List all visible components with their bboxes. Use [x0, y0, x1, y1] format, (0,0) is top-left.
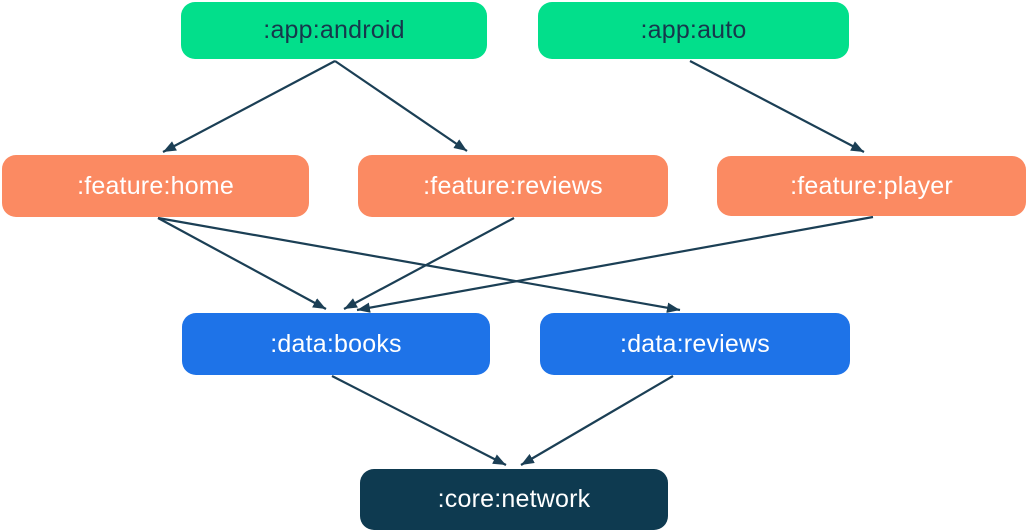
- node-app-auto: :app:auto: [538, 2, 849, 59]
- node-label-feature-reviews: :feature:reviews: [423, 171, 603, 200]
- node-label-app-android: :app:android: [263, 16, 405, 44]
- node-label-data-books: :data:books: [270, 329, 402, 358]
- node-label-feature-player: :feature:player: [790, 171, 953, 200]
- node-feature-player: :feature:player: [717, 156, 1026, 216]
- node-label-app-auto: :app:auto: [640, 16, 747, 44]
- node-data-reviews: :data:reviews: [540, 313, 850, 375]
- edge-app-android-to-feature-home: [162, 60, 336, 153]
- edge-feature-home-to-data-books: [157, 217, 327, 310]
- edge-feature-home-to-data-reviews: [157, 216, 681, 313]
- node-data-books: :data:books: [182, 313, 490, 375]
- node-label-feature-home: :feature:home: [77, 171, 234, 200]
- edge-data-reviews-to-core-network: [520, 375, 674, 466]
- edge-feature-reviews-to-data-books: [343, 217, 515, 310]
- node-core-network: :core:network: [360, 469, 668, 530]
- node-feature-reviews: :feature:reviews: [358, 155, 668, 217]
- edge-app-auto-to-feature-player: [689, 60, 865, 153]
- edge-app-android-to-feature-reviews: [334, 60, 468, 152]
- edge-feature-player-to-data-books: [356, 215, 874, 313]
- node-feature-home: :feature:home: [2, 155, 309, 217]
- node-app-android: :app:android: [181, 2, 487, 59]
- node-label-data-reviews: :data:reviews: [620, 329, 770, 358]
- node-label-core-network: :core:network: [437, 485, 591, 513]
- edge-data-books-to-core-network: [331, 375, 507, 466]
